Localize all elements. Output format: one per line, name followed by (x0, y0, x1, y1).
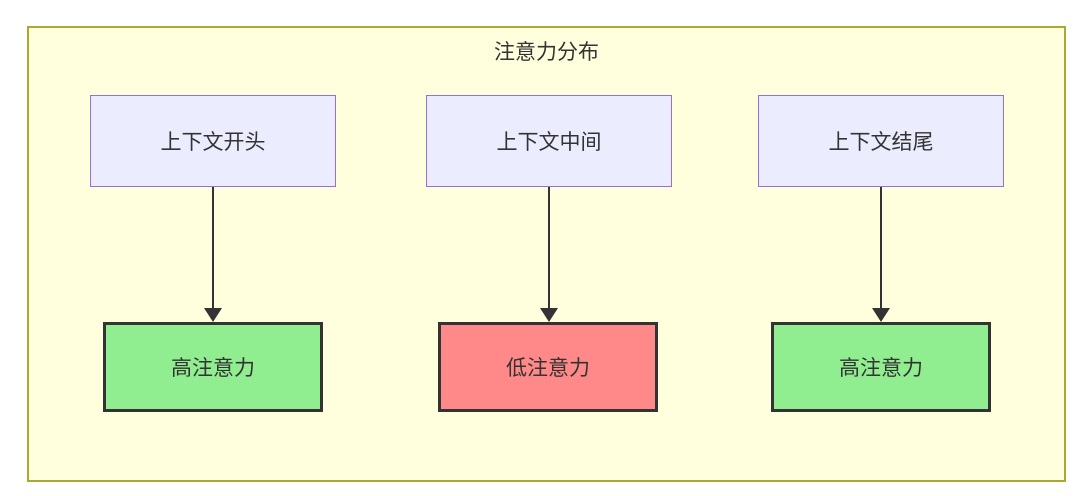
arrow-head (204, 308, 222, 322)
source-node-context-end: 上下文结尾 (758, 95, 1004, 187)
source-node-context-middle: 上下文中间 (426, 95, 672, 187)
target-node-high-attention: 高注意力 (771, 322, 991, 412)
arrow-head (540, 308, 558, 322)
arrow-head (872, 308, 890, 322)
arrow-line (880, 187, 882, 309)
source-node-context-start: 上下文开头 (90, 95, 336, 187)
arrow-line (548, 187, 550, 309)
arrow-down-icon (871, 187, 891, 322)
arrow-down-icon (203, 187, 223, 322)
target-node-high-attention: 高注意力 (103, 322, 323, 412)
target-node-low-attention: 低注意力 (438, 322, 658, 412)
arrow-line (212, 187, 214, 309)
diagram-title: 注意力分布 (494, 41, 599, 64)
arrow-down-icon (539, 187, 559, 322)
